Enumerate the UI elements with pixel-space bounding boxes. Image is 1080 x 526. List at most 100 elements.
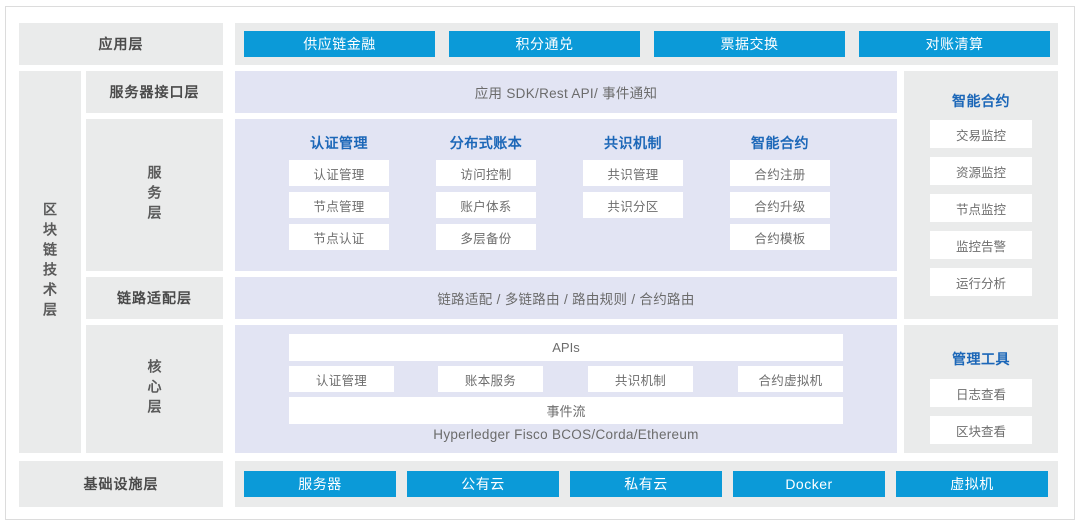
column-heading-text: 分布式账本 bbox=[449, 135, 523, 151]
core-module-ledger-service[interactable]: 账本服务 bbox=[438, 366, 543, 392]
blockchain-tech-layer-label: 区块链技术层 bbox=[42, 202, 58, 322]
sublayer-label-text: 服务器接口层 bbox=[109, 84, 200, 100]
right-panel-item-resource-monitor[interactable]: 资源监控 bbox=[930, 157, 1032, 185]
service-item-auth-1[interactable]: 认证管理 bbox=[289, 160, 389, 186]
right-panel-management-tools: 管理工具 日志查看 区块查看 bbox=[904, 325, 1058, 453]
service-item-label: 多层备份 bbox=[460, 231, 512, 246]
service-item-label: 节点认证 bbox=[313, 231, 365, 246]
link-adapt-band-text: 链路适配 / 多链路由 / 路由规则 / 合约路由 bbox=[437, 292, 695, 307]
application-layer-label: 应用层 bbox=[98, 36, 144, 52]
infra-item-label: 私有云 bbox=[624, 476, 668, 492]
infra-item-label: 公有云 bbox=[461, 476, 505, 492]
core-module-consensus[interactable]: 共识机制 bbox=[588, 366, 693, 392]
core-footer: Hyperledger Fisco BCOS/Corda/Ethereum bbox=[235, 426, 897, 444]
service-column-heading-ledger: 分布式账本 bbox=[411, 133, 561, 153]
app-item-bill-exchange[interactable]: 票据交换 bbox=[654, 31, 845, 57]
app-item-supply-chain-finance[interactable]: 供应链金融 bbox=[244, 31, 435, 57]
infra-item-label: 虚拟机 bbox=[950, 476, 994, 492]
core-apis-bar[interactable]: APIs bbox=[289, 334, 843, 361]
service-item-contract-1[interactable]: 合约注册 bbox=[730, 160, 830, 186]
service-item-label: 访问控制 bbox=[460, 167, 512, 182]
core-module-auth[interactable]: 认证管理 bbox=[289, 366, 394, 392]
right-panel-item-block-explorer[interactable]: 区块查看 bbox=[930, 416, 1032, 444]
service-item-auth-3[interactable]: 节点认证 bbox=[289, 224, 389, 250]
service-layer-panel: 认证管理 认证管理 节点管理 节点认证 分布式账本 访问控制 账户体系 多层 bbox=[235, 119, 897, 271]
service-item-auth-2[interactable]: 节点管理 bbox=[289, 192, 389, 218]
sublayer-label-text: 服务层 bbox=[146, 165, 163, 225]
infra-item-virtual-machine[interactable]: 虚拟机 bbox=[896, 471, 1048, 497]
server-interface-band-text: 应用 SDK/Rest API/ 事件通知 bbox=[474, 86, 658, 101]
diagram-frame: 应用层 供应链金融 积分通兑 票据交换 对账清算 区块链技术层 服务器接口层 服 bbox=[5, 6, 1075, 520]
infrastructure-layer-panel: 服务器 公有云 私有云 Docker 虚拟机 bbox=[235, 461, 1058, 507]
service-item-ledger-1[interactable]: 访问控制 bbox=[436, 160, 536, 186]
core-footer-text: Hyperledger Fisco BCOS/Corda/Ethereum bbox=[433, 427, 699, 442]
app-item-label: 对账清算 bbox=[925, 36, 984, 52]
app-item-label: 积分通兑 bbox=[515, 36, 574, 52]
infrastructure-layer-label-box: 基础设施层 bbox=[19, 461, 223, 507]
blockchain-tech-layer-spine: 区块链技术层 bbox=[19, 71, 81, 453]
service-item-contract-3[interactable]: 合约模板 bbox=[730, 224, 830, 250]
right-panel-item-node-monitor[interactable]: 节点监控 bbox=[930, 194, 1032, 222]
service-item-label: 共识管理 bbox=[607, 167, 659, 182]
column-heading-text: 共识机制 bbox=[604, 135, 662, 151]
service-item-ledger-3[interactable]: 多层备份 bbox=[436, 224, 536, 250]
right-panel-item-runtime-analysis[interactable]: 运行分析 bbox=[930, 268, 1032, 296]
server-interface-band: 应用 SDK/Rest API/ 事件通知 bbox=[235, 71, 897, 113]
infra-item-label: Docker bbox=[785, 476, 833, 492]
service-item-consensus-2[interactable]: 共识分区 bbox=[583, 192, 683, 218]
app-item-reconciliation-settlement[interactable]: 对账清算 bbox=[859, 31, 1050, 57]
sublayer-label-core: 核心层 bbox=[86, 325, 223, 453]
sublayer-label-service: 服务层 bbox=[86, 119, 223, 271]
infra-item-docker[interactable]: Docker bbox=[733, 471, 885, 497]
application-layer-panel: 供应链金融 积分通兑 票据交换 对账清算 bbox=[235, 23, 1058, 65]
right-panel-item-transaction-monitor[interactable]: 交易监控 bbox=[930, 120, 1032, 148]
service-item-label: 合约注册 bbox=[754, 167, 806, 182]
service-item-label: 认证管理 bbox=[313, 167, 365, 182]
core-module-label: 认证管理 bbox=[315, 373, 368, 388]
service-column-heading-consensus: 共识机制 bbox=[558, 133, 708, 153]
service-item-consensus-1[interactable]: 共识管理 bbox=[583, 160, 683, 186]
right-panel-smart-contract: 智能合约 交易监控 资源监控 节点监控 监控告警 运行分析 bbox=[904, 71, 1058, 319]
column-heading-text: 认证管理 bbox=[310, 135, 368, 151]
service-item-label: 合约升级 bbox=[754, 199, 806, 214]
right-panel-item-label: 区块查看 bbox=[955, 424, 1006, 439]
service-column-heading-smart-contract: 智能合约 bbox=[705, 133, 855, 153]
right-panel-heading-text: 管理工具 bbox=[952, 351, 1010, 367]
right-panel-item-label: 监控告警 bbox=[955, 239, 1006, 254]
column-heading-text: 智能合约 bbox=[751, 135, 809, 151]
sublayer-label-server-interface: 服务器接口层 bbox=[86, 71, 223, 113]
app-item-label: 供应链金融 bbox=[303, 36, 376, 52]
right-panel-item-label: 运行分析 bbox=[955, 276, 1006, 291]
infra-item-private-cloud[interactable]: 私有云 bbox=[570, 471, 722, 497]
right-panel-heading-management-tools: 管理工具 bbox=[904, 349, 1058, 369]
core-event-stream-bar[interactable]: 事件流 bbox=[289, 397, 843, 424]
service-item-ledger-2[interactable]: 账户体系 bbox=[436, 192, 536, 218]
service-item-contract-2[interactable]: 合约升级 bbox=[730, 192, 830, 218]
application-layer-label-box: 应用层 bbox=[19, 23, 223, 65]
infra-item-label: 服务器 bbox=[298, 476, 342, 492]
sublayer-label-text: 核心层 bbox=[146, 359, 163, 419]
right-panel-heading-text: 智能合约 bbox=[952, 93, 1010, 109]
infra-item-server[interactable]: 服务器 bbox=[244, 471, 396, 497]
right-panel-item-label: 日志查看 bbox=[955, 387, 1006, 402]
right-panel-item-label: 资源监控 bbox=[955, 165, 1006, 180]
service-column-heading-auth: 认证管理 bbox=[264, 133, 414, 153]
app-item-label: 票据交换 bbox=[720, 36, 779, 52]
core-apis-label: APIs bbox=[552, 340, 580, 355]
right-panel-item-monitor-alert[interactable]: 监控告警 bbox=[930, 231, 1032, 259]
infrastructure-layer-label: 基础设施层 bbox=[83, 476, 159, 492]
sublayer-label-link-adapt: 链路适配层 bbox=[86, 277, 223, 319]
core-module-label: 账本服务 bbox=[464, 373, 517, 388]
app-item-points-exchange[interactable]: 积分通兑 bbox=[449, 31, 640, 57]
core-event-stream-label: 事件流 bbox=[546, 404, 586, 419]
right-panel-heading-smart-contract: 智能合约 bbox=[904, 91, 1058, 111]
right-panel-item-log-viewer[interactable]: 日志查看 bbox=[930, 379, 1032, 407]
sublayer-label-text: 链路适配层 bbox=[117, 290, 192, 306]
infra-item-public-cloud[interactable]: 公有云 bbox=[407, 471, 559, 497]
service-item-label: 合约模板 bbox=[754, 231, 806, 246]
core-module-label: 合约虚拟机 bbox=[758, 373, 823, 388]
core-module-contract-vm[interactable]: 合约虚拟机 bbox=[738, 366, 843, 392]
right-panel-item-label: 交易监控 bbox=[955, 128, 1006, 143]
service-item-label: 节点管理 bbox=[313, 199, 365, 214]
